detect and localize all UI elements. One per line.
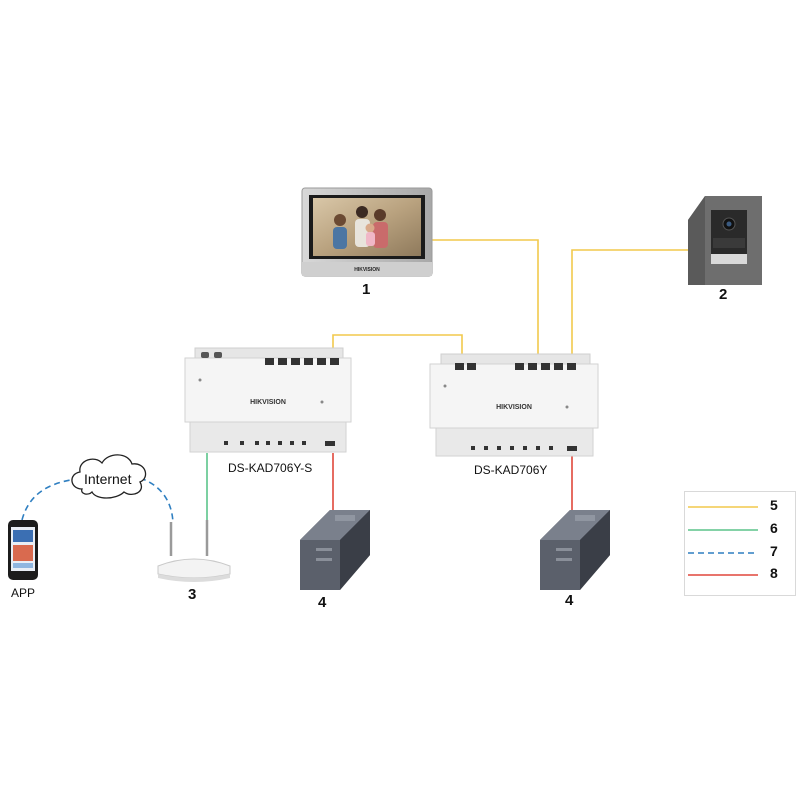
internet-cloud-icon <box>71 454 147 499</box>
smartphone <box>8 520 38 580</box>
distributor-left: HIKVISION <box>184 347 352 453</box>
door-station <box>688 196 762 285</box>
legend-lines <box>688 506 758 576</box>
legend-number-7: 7 <box>770 543 778 559</box>
internet-label: Internet <box>84 471 132 487</box>
indoor-monitor: HIKVISION <box>301 187 433 277</box>
psu-right-number: 4 <box>565 592 574 609</box>
power-led <box>198 378 202 382</box>
distributor-right-model: DS-KAD706Y <box>474 463 548 477</box>
distributor-right: HIKVISION <box>429 353 599 457</box>
power-supply-left <box>300 510 370 590</box>
distributor-left-logo: HIKVISION <box>250 399 286 406</box>
app-label: APP <box>11 586 36 600</box>
router-number: 3 <box>188 586 197 603</box>
cables <box>21 239 690 524</box>
legend-number-6: 6 <box>770 520 778 536</box>
router <box>157 520 231 582</box>
legend-number-8: 8 <box>770 565 778 581</box>
distributor-right-logo: HIKVISION <box>496 404 532 411</box>
cable-doorstation-to-distributor <box>571 249 690 362</box>
legend-number-5: 5 <box>770 497 778 513</box>
distributor-left-model: DS-KAD706Y-S <box>228 461 313 475</box>
psu-left-number: 4 <box>318 594 327 611</box>
call-button <box>711 254 747 264</box>
monitor-number: 1 <box>362 281 371 298</box>
cable-monitor-to-distributor <box>432 239 539 362</box>
door-station-number: 2 <box>719 286 728 303</box>
legend <box>684 491 796 596</box>
monitor-logo: HIKVISION <box>354 267 380 273</box>
power-supply-right <box>540 510 610 590</box>
cable-distributor-link <box>332 334 463 362</box>
